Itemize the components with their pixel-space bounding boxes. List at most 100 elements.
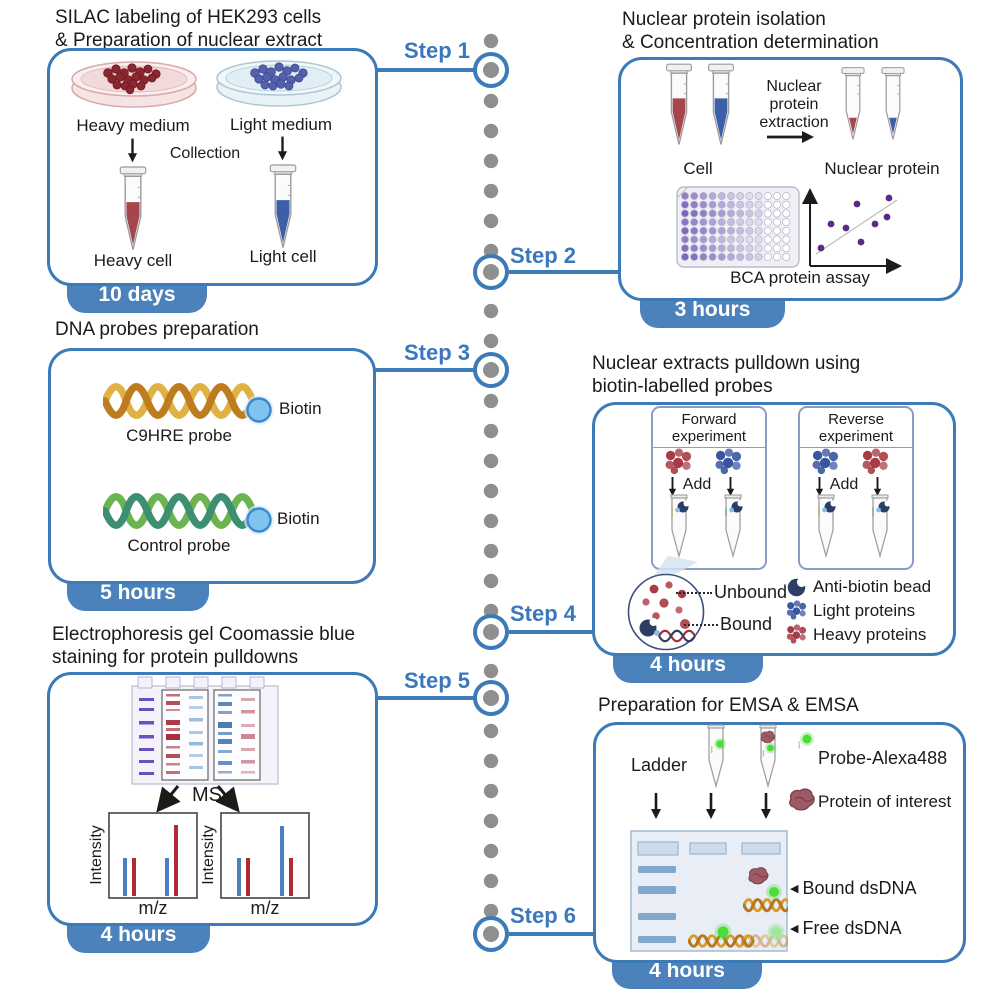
light-collection-arrow bbox=[277, 136, 288, 161]
step3-marker bbox=[473, 352, 509, 388]
ms-spectrum-reverse bbox=[220, 812, 310, 899]
add-label-rev: Add bbox=[829, 476, 859, 493]
c9hre-probe-label: C9HRE probe bbox=[126, 426, 232, 445]
reverse-label-l2: experiment bbox=[818, 428, 894, 445]
step5-connector bbox=[370, 696, 474, 700]
step1-marker bbox=[473, 52, 509, 88]
forward-label-l1: Forward bbox=[681, 411, 737, 428]
step1-connector bbox=[368, 68, 474, 72]
biotin-bead-icon-1 bbox=[244, 395, 274, 425]
emsa-gel-icon bbox=[630, 830, 788, 952]
ms-spectrum-forward bbox=[108, 812, 198, 899]
emsa-probe-tube-icon bbox=[700, 724, 726, 790]
protein-of-interest-legend-icon bbox=[786, 786, 818, 814]
unbound-label: Unbound bbox=[714, 582, 788, 602]
gel-comb-teeth bbox=[137, 676, 265, 689]
emsa-ladder-bands bbox=[638, 866, 676, 943]
emsa-probe-protein-tube-icon bbox=[752, 724, 784, 790]
forward-label-l2: experiment bbox=[671, 428, 747, 445]
mz-axis-label-1: m/z bbox=[138, 898, 168, 918]
intensity-axis-label-1: Intensity bbox=[88, 825, 105, 885]
heavy-collection-arrow bbox=[127, 138, 138, 163]
anti-biotin-bead-legend-label: Anti-biotin bead bbox=[813, 577, 932, 596]
nuclear-protein-label: Nuclear protein bbox=[824, 159, 940, 178]
free-dsdna-band-middle bbox=[689, 923, 754, 947]
biotin-label-2: Biotin bbox=[277, 509, 320, 528]
timeline-dotted-line bbox=[483, 32, 499, 962]
step5-panel bbox=[47, 672, 378, 926]
step6-label: Step 6 bbox=[510, 903, 577, 928]
light-proteins-cluster-rev bbox=[810, 448, 842, 476]
reverse-heavy-lane-bands bbox=[241, 698, 255, 774]
emsa-gel-wells bbox=[637, 841, 781, 856]
ms-label: MS bbox=[192, 784, 222, 806]
heavy-cell-colonies bbox=[103, 63, 161, 95]
biotin-bead-icon-2 bbox=[244, 505, 274, 535]
light-proteins-legend-icon bbox=[785, 600, 809, 621]
step3-label: Step 3 bbox=[403, 340, 470, 365]
bca-scatter-plot bbox=[802, 188, 902, 274]
step1-title-line2: & Preparation of nuclear extract bbox=[55, 30, 323, 51]
light-petri-dish-icon bbox=[216, 60, 342, 107]
step3-title: DNA probes preparation bbox=[55, 319, 259, 340]
bound-dsdna-row: ◀ Bound dsDNA bbox=[790, 878, 917, 899]
free-dsdna-band-right bbox=[742, 923, 788, 947]
step4-title-line1: Nuclear extracts pulldown using bbox=[592, 353, 861, 374]
emsa-arrow-probe-protein bbox=[760, 792, 772, 820]
step1-title-line1: SILAC labeling of HEK293 cells bbox=[55, 7, 322, 28]
bound-label: Bound bbox=[720, 614, 773, 634]
anti-biotin-bead-legend-icon bbox=[787, 577, 807, 597]
light-cell-colonies bbox=[250, 62, 308, 91]
step5-label: Step 5 bbox=[403, 668, 470, 693]
reverse-experiment-box: Reverse experiment bbox=[798, 406, 914, 570]
heavy-nuclear-tube-icon bbox=[836, 64, 870, 146]
add-label-fwd: Add bbox=[682, 476, 712, 493]
probe-alexa488-label: Probe-Alexa488 bbox=[818, 748, 948, 768]
collection-label: Collection bbox=[169, 145, 241, 162]
light-proteins-legend-label: Light proteins bbox=[813, 601, 916, 620]
bound-dna-strand-blue bbox=[658, 629, 696, 643]
light-cell-label: Light cell bbox=[249, 247, 317, 266]
light-proteins-cluster-fwd bbox=[713, 448, 745, 476]
pulldown-tube-fwd-control bbox=[718, 494, 744, 560]
free-dsdna-label: Free dsDNA bbox=[802, 918, 902, 938]
extraction-label-l3: extraction bbox=[759, 114, 829, 131]
heavy-petri-dish-icon bbox=[71, 61, 197, 108]
light-cell-tube-icon bbox=[263, 164, 303, 252]
control-probe-label: Control probe bbox=[127, 536, 231, 555]
step6-title: Preparation for EMSA & EMSA bbox=[598, 695, 859, 716]
step3-panel bbox=[48, 348, 376, 584]
forward-heavy-lane-bands bbox=[166, 694, 180, 774]
heavy-cell-label: Heavy cell bbox=[93, 251, 173, 270]
heavy-lysate-tube-icon bbox=[660, 62, 698, 150]
bca-assay-label: BCA protein assay bbox=[730, 268, 870, 287]
intensity-axis-label-2: Intensity bbox=[200, 825, 217, 885]
unbound-leader bbox=[676, 592, 712, 594]
extraction-label-l1: Nuclear bbox=[766, 78, 822, 95]
emsa-arrow-probe bbox=[705, 792, 717, 820]
scatter-points bbox=[817, 194, 893, 252]
step3-connector bbox=[368, 368, 474, 372]
step2-title-line2: & Concentration determination bbox=[622, 32, 879, 53]
control-probe-helix-icon bbox=[103, 486, 255, 536]
free-dsdna-row: ◀ Free dsDNA bbox=[790, 918, 902, 939]
step5-marker bbox=[473, 680, 509, 716]
pulldown-tube-rev-c9hre bbox=[811, 494, 837, 560]
step2-marker bbox=[473, 254, 509, 290]
heavy-proteins-cluster-rev bbox=[860, 448, 892, 476]
step2-title-line1: Nuclear protein isolation bbox=[622, 9, 826, 30]
pulldown-zoom-circle bbox=[627, 573, 705, 651]
light-medium-label: Light medium bbox=[229, 115, 333, 134]
heavy-proteins-cluster-fwd bbox=[663, 448, 695, 476]
mz-axis-label-2: m/z bbox=[250, 898, 280, 918]
bound-dsdna-arrowhead: ◀ bbox=[790, 882, 799, 895]
c9hre-probe-helix-icon bbox=[103, 376, 255, 426]
forward-light-lane-bands bbox=[189, 696, 203, 769]
biotin-label-1: Biotin bbox=[279, 399, 322, 418]
reverse-light-lane-bands bbox=[218, 694, 232, 774]
step2-label: Step 2 bbox=[510, 243, 577, 268]
reverse-label-l1: Reverse bbox=[828, 411, 884, 428]
bound-leader bbox=[684, 624, 718, 626]
ms-arrows bbox=[156, 785, 240, 813]
